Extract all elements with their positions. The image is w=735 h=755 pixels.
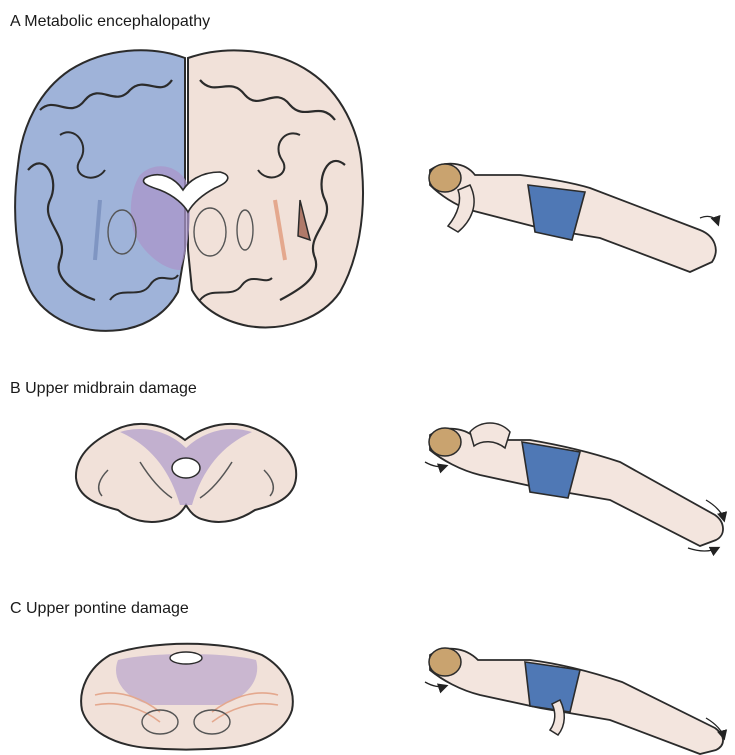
movement-arrow-icon	[425, 462, 446, 467]
patient-figure-b	[425, 423, 724, 551]
movement-arrow-icon	[425, 682, 446, 687]
movement-arrow-icon	[688, 548, 718, 551]
patient-figure-c	[425, 648, 724, 754]
movement-arrow-icon	[700, 216, 718, 224]
pons-cross-section	[81, 644, 293, 750]
patient-figure-a	[429, 164, 718, 272]
midbrain-cross-section	[76, 424, 296, 522]
coronal-brain-section	[15, 50, 363, 331]
